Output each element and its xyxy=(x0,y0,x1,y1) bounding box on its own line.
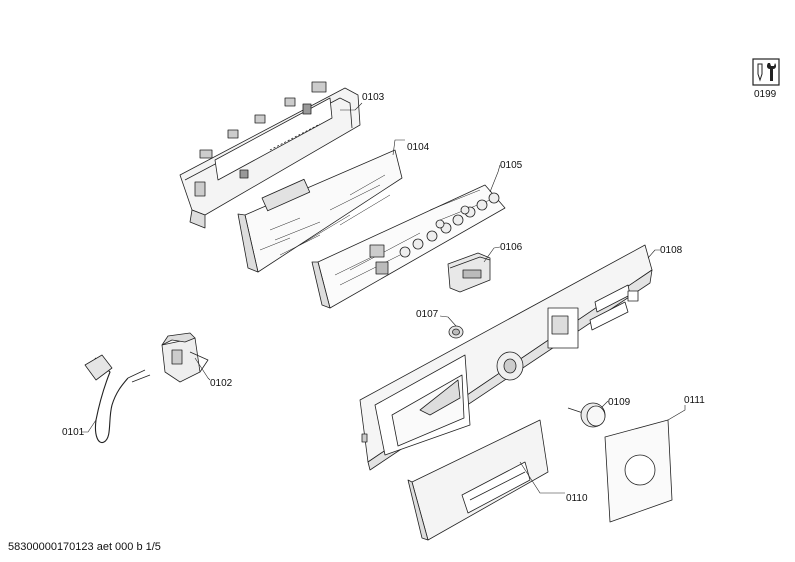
label-0102: 0102 xyxy=(210,378,233,389)
label-0110: 0110 xyxy=(566,493,588,504)
part-0104-power-board[interactable] xyxy=(237,149,403,273)
label-0109: 0109 xyxy=(608,397,631,408)
part-0101-mains-cable[interactable] xyxy=(84,354,151,444)
part-0107-knob[interactable] xyxy=(448,325,464,339)
document-footer: 58300000170123 aet 000 b 1/5 xyxy=(8,541,161,553)
part-0109-rotary-knob[interactable] xyxy=(567,402,606,428)
part-0108-fascia[interactable] xyxy=(359,244,653,471)
part-0111-label[interactable] xyxy=(604,419,673,523)
leader-lines xyxy=(82,102,686,494)
part-0110-drawer-front[interactable] xyxy=(407,419,549,541)
label-0111: 0111 xyxy=(684,395,705,406)
wrench-screwdriver-icon xyxy=(752,58,780,86)
part-0106-module[interactable] xyxy=(447,252,491,293)
label-0101: 0101 xyxy=(62,427,85,438)
label-0106: 0106 xyxy=(500,242,523,253)
label-0199: 0199 xyxy=(754,89,777,100)
part-0103-housing[interactable] xyxy=(179,81,361,229)
label-0107: 0107 xyxy=(416,309,439,320)
label-0103: 0103 xyxy=(362,92,385,103)
label-0105: 0105 xyxy=(500,160,523,171)
label-0108: 0108 xyxy=(660,245,683,256)
part-0102-filter[interactable] xyxy=(161,332,209,383)
label-0104: 0104 xyxy=(407,142,430,153)
part-0105-control-board[interactable] xyxy=(311,184,506,309)
